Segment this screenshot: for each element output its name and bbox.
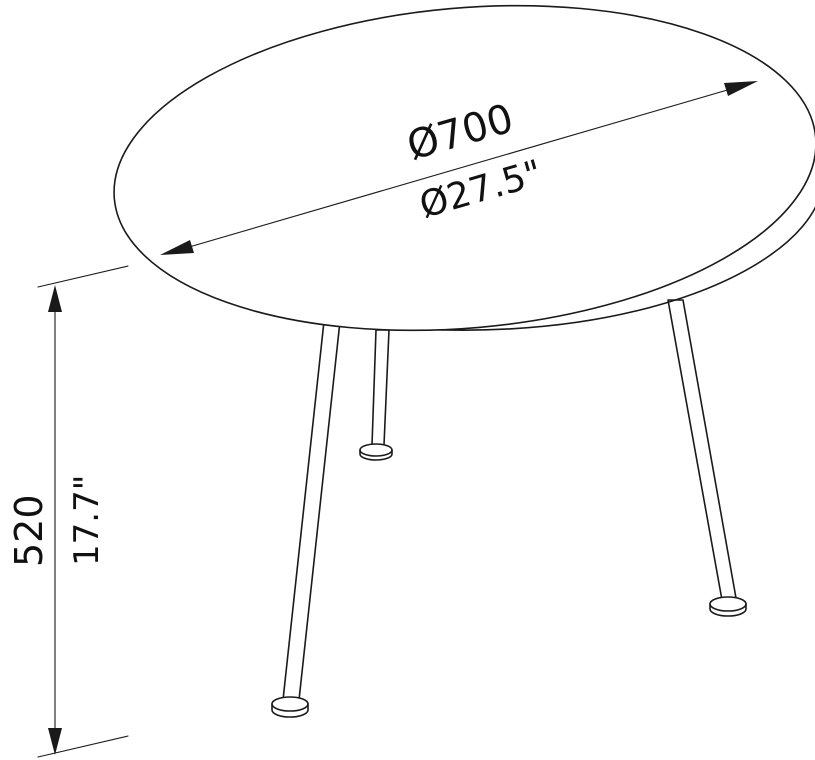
tabletop (113, 4, 815, 332)
table-legs (271, 299, 747, 718)
height-inch-label: 17.7" (67, 475, 107, 566)
arrowhead-right (724, 81, 758, 96)
leg-front (271, 311, 342, 718)
leg-back (359, 329, 393, 461)
leg-right (667, 299, 747, 617)
height-mm-label: 520 (7, 494, 51, 567)
height-dimension: 520 17.7" (7, 265, 129, 758)
arrowhead-top (48, 285, 62, 312)
arrowhead-bottom (48, 728, 62, 755)
arrowhead-left (160, 240, 194, 255)
tabletop-surface (113, 4, 815, 332)
